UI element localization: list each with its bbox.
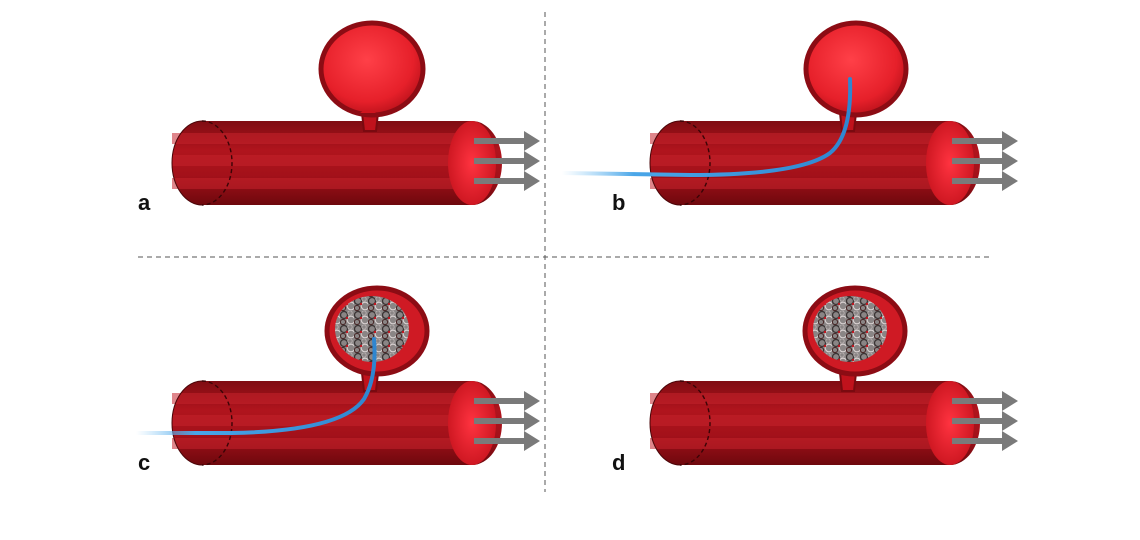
panel-label-d: d bbox=[612, 450, 625, 475]
panel-label-b: b bbox=[612, 190, 625, 215]
panel-label-c: c bbox=[138, 450, 150, 475]
catheter bbox=[560, 77, 853, 178]
aneurysm-sac bbox=[802, 285, 908, 392]
panel-c: c bbox=[134, 285, 540, 475]
coil-mass bbox=[335, 296, 409, 362]
aneurysm-sac bbox=[803, 20, 909, 132]
panel-d: d bbox=[612, 285, 1018, 475]
panel-a: a bbox=[138, 20, 540, 215]
aneurysm-sac bbox=[318, 20, 426, 132]
coil-mass bbox=[813, 296, 887, 362]
aneurysm-sac bbox=[324, 285, 430, 392]
catheter bbox=[134, 337, 377, 435]
panel-b: b bbox=[560, 20, 1018, 215]
panel-label-a: a bbox=[138, 190, 151, 215]
